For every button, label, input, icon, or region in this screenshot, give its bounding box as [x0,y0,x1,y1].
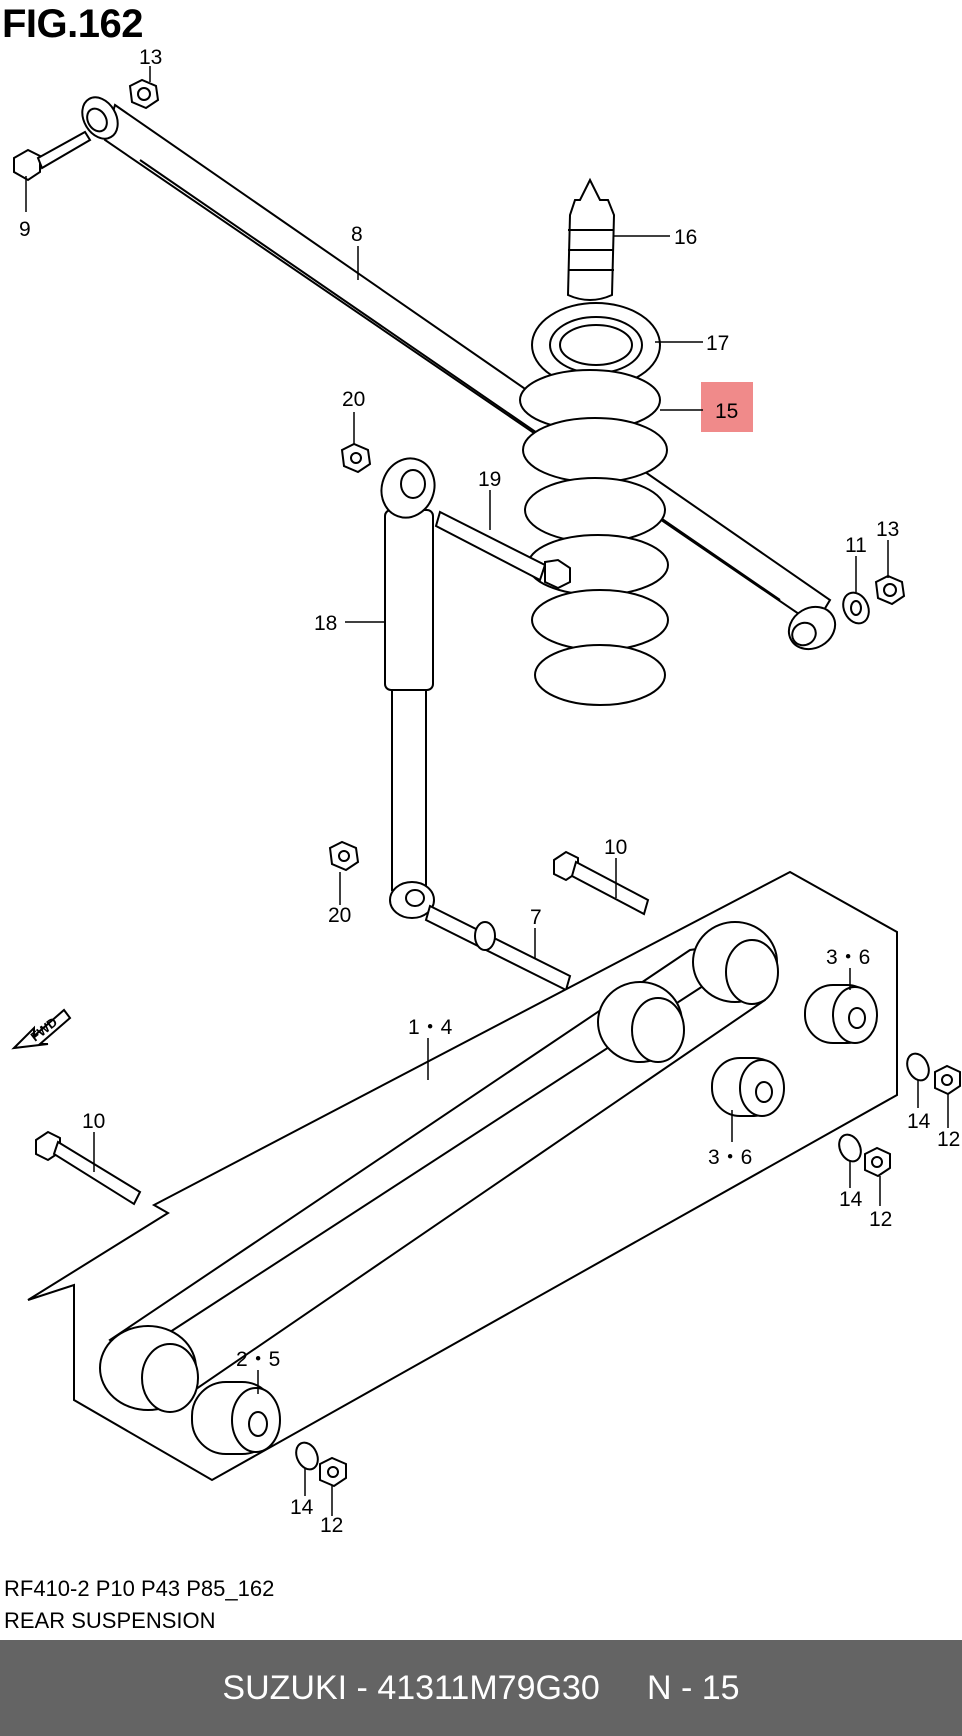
callout-10-left: 10 [82,1110,105,1133]
callout-12-middle: 12 [869,1208,892,1231]
callout-19: 19 [478,468,501,491]
washer-14-bottom [295,1441,319,1471]
callout-13-right: 13 [876,518,899,541]
diagram-description: REAR SUSPENSION [4,1608,216,1633]
figure-title: FIG.162 [2,2,144,46]
bolt-10-top [553,850,650,916]
callout-10-top: 10 [604,836,627,859]
nut-12-bottom [319,1456,347,1488]
washer-11 [842,591,870,625]
callout-12-right: 12 [937,1128,960,1151]
callout-18: 18 [314,612,337,635]
bolt-9 [13,130,92,182]
callout-20-top: 20 [342,388,365,411]
bushing-3-6-lower [711,1057,785,1117]
nut-12-middle [864,1146,891,1178]
washer-14-right [906,1052,930,1082]
callout-20-bottom: 20 [328,904,351,927]
callout-16: 16 [674,226,697,249]
callout-1-4: 1・4 [408,1016,453,1039]
rear-suspension-diagram: FWD 13 9 8 16 17 15 [11,46,961,1537]
bump-stopper [566,177,616,301]
bolt-10-left [35,1130,142,1206]
callout-17: 17 [706,332,729,355]
callout-8: 8 [351,223,363,246]
washer-14-middle [838,1133,862,1163]
lateral-rod [81,96,837,651]
diagram-code: RF410-2 P10 P43 P85_162 [4,1576,275,1601]
callout-14-middle: 14 [839,1188,863,1211]
bushing-3-6-right [804,984,878,1044]
part-footer: SUZUKI - 41311M79G30 N - 15 [0,1640,962,1736]
nut-20-top [340,442,372,474]
bolt-7 [424,904,572,992]
callout-15: 15 [715,400,738,423]
callout-labels: 13 9 8 16 17 15 20 19 11 13 18 10 20 7 3… [19,46,960,1537]
callout-9: 9 [19,218,31,241]
callout-13-top: 13 [139,46,162,69]
nut-13-top [128,78,160,110]
callout-2-5: 2・5 [236,1348,280,1371]
callout-14-bottom: 14 [290,1496,314,1519]
callout-7: 7 [530,906,542,929]
highlight-box-15 [701,382,753,432]
shock-absorber [380,457,436,919]
bolt-19 [434,510,571,590]
fwd-arrow-icon: FWD [11,1008,72,1050]
bushing-2-5 [191,1381,281,1455]
leader-lines [25,66,949,1516]
nut-13-right [874,574,906,606]
callout-11: 11 [845,534,867,557]
coil-spring [519,369,669,706]
callout-3-6-lower: 3・6 [708,1146,752,1169]
callout-12-bottom: 12 [320,1514,343,1537]
trailing-arm [99,921,779,1413]
callout-14-right: 14 [907,1110,931,1133]
nut-12-right [934,1064,961,1096]
callout-3-6-right: 3・6 [826,946,870,969]
nut-20-bottom [328,840,360,872]
